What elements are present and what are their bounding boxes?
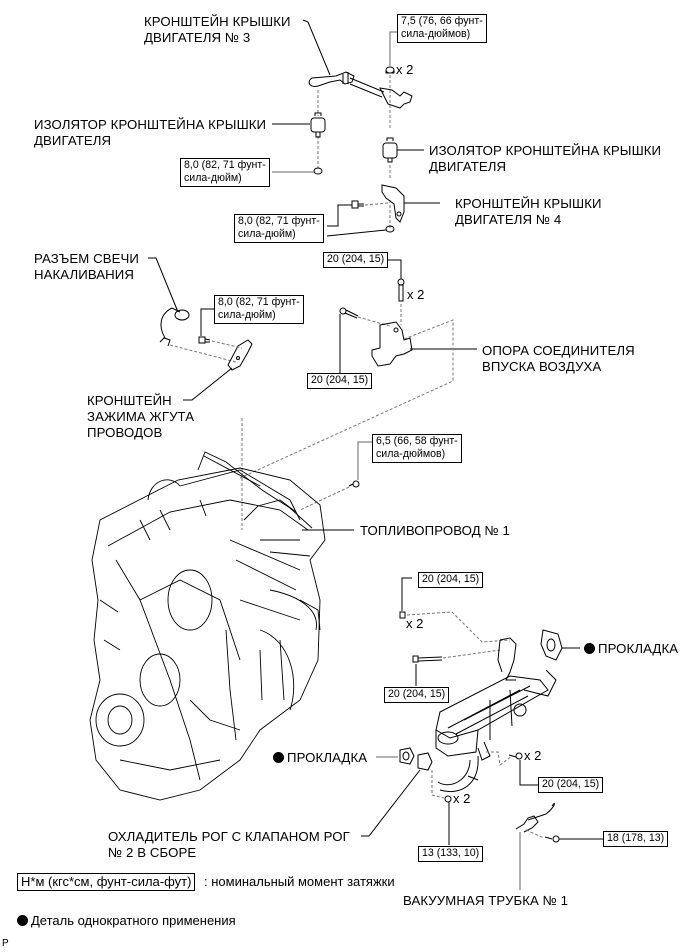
- isolator-right-part: [382, 137, 398, 163]
- leader-bracket-3: [302, 19, 331, 76]
- engine-cover-bracket-3-part: [308, 71, 413, 109]
- non-reusable-dot-icon: [584, 643, 595, 654]
- torque-18: 18 (178, 13): [603, 831, 669, 847]
- legend-torque-unit-box: Н*м (кгс*см, фунт-сила-фут): [17, 873, 196, 891]
- bolt-icon-5: [544, 835, 560, 843]
- gasket-right-part: [540, 629, 563, 661]
- air-intake-support-part: [371, 321, 413, 367]
- label-isolator-right: ИЗОЛЯТОР КРОНШТЕЙНА КРЫШКИ ДВИГАТЕЛЯ: [429, 143, 662, 174]
- leader-glow-plug: [148, 257, 179, 313]
- label-engine-cover-bracket-4: КРОНШТЕЙН КРЫШКИ ДВИГАТЕЛЯ № 4: [455, 196, 602, 227]
- egr-cooler-part: [435, 637, 557, 792]
- nut-icon: [385, 66, 395, 74]
- legend-torque-unit-desc: : номинальный момент затяжки: [204, 874, 395, 889]
- engine-cover-bracket-4-part: [381, 184, 405, 223]
- label-gasket-right: ПРОКЛАДКА: [584, 641, 678, 657]
- leader-7-5: [389, 31, 397, 66]
- union-bolt-icon: [348, 480, 360, 488]
- leader-20-e: [519, 760, 538, 786]
- bolt-x2-icon: [397, 278, 405, 302]
- quantity-x2: x 2: [453, 791, 471, 806]
- torque-13: 13 (133, 10): [418, 846, 484, 862]
- label-egr-cooler: ОХЛАДИТЕЛЬ РОГ С КЛАПАНОМ РОГ № 2 В СБОР…: [108, 829, 350, 860]
- leader-8-0-b: [327, 204, 352, 227]
- leader-20-a: [387, 259, 402, 279]
- torque-6-5: 6,5 (66, 58 фунт- сила-дюймов): [372, 434, 462, 463]
- torque-20-c: 20 (204, 15): [418, 572, 484, 588]
- label-isolator-left: ИЗОЛЯТОР КРОНШТЕЙНА КРЫШКИ ДВИГАТЕЛЯ: [34, 117, 267, 148]
- glow-plug-connector-part: [159, 307, 190, 347]
- label-glow-plug-connector: РАЗЪЕМ СВЕЧИ НАКАЛИВАНИЯ: [34, 251, 139, 282]
- bolt-icon-2: [339, 307, 359, 319]
- vacuum-tube-part: [515, 803, 555, 833]
- bolt-icon-3: [412, 655, 443, 663]
- leader-egr-cooler: [361, 769, 421, 837]
- torque-20-b: 20 (204, 15): [307, 373, 373, 389]
- torque-8-0-b: 8,0 (82, 71 фунт- сила-дюйм): [234, 214, 324, 243]
- screw-icon: [198, 336, 211, 344]
- label-engine-cover-bracket-3: КРОНШТЕЙН КРЫШКИ ДВИГАТЕЛЯ № 3: [144, 14, 291, 45]
- torque-20-e: 20 (204, 15): [538, 777, 604, 793]
- leader-8-0-c: [200, 308, 214, 336]
- washer-left: [313, 167, 323, 175]
- leader-6-5: [357, 441, 372, 480]
- label-fuel-pipe-1: ТОПЛИВОПРОВОД № 1: [360, 523, 510, 538]
- quantity-x2: x 2: [524, 748, 542, 763]
- quantity-x2: x 2: [407, 287, 425, 302]
- wire-harness-clamp-bracket-part: [227, 339, 253, 371]
- label-vacuum-tube-1: ВАКУУМНАЯ ТРУБКА № 1: [403, 893, 569, 908]
- nut-icon-3: [444, 795, 452, 803]
- bolt-icon: [351, 200, 364, 209]
- quantity-x2: x 2: [406, 616, 424, 631]
- torque-20-d: 20 (204, 15): [384, 687, 450, 703]
- torque-20-a: 20 (204, 15): [323, 252, 389, 268]
- egr-flange-part: [417, 752, 433, 771]
- corner-mark: P: [2, 938, 9, 949]
- gasket-left-part: [399, 747, 415, 765]
- washer-bottom: [385, 225, 395, 233]
- torque-7-5: 7,5 (76, 66 фунт- сила-дюймов): [397, 14, 487, 43]
- bolt-icon-4: [508, 752, 523, 760]
- legend-non-reusable: Деталь однократного применения: [17, 913, 236, 929]
- engine-assembly-drawing: [89, 451, 326, 801]
- torque-8-0-c: 8,0 (82, 71 фунт- сила-дюйм): [214, 295, 304, 324]
- leader-clamp-bracket: [183, 367, 233, 401]
- isolator-left-part: [310, 112, 326, 138]
- leader-20-c: [401, 577, 412, 611]
- label-gasket-left: ПРОКЛАДКА: [273, 750, 367, 766]
- label-air-intake-connector-support: ОПОРА СОЕДИНИТЕЛЯ ВПУСКА ВОЗДУХА: [482, 343, 635, 374]
- non-reusable-dot-icon: [273, 752, 284, 763]
- quantity-x2: x 2: [396, 62, 414, 77]
- nut-icon-2: [399, 611, 406, 619]
- torque-8-0-a: 8,0 (82, 71 фунт- сила-дюйм): [180, 158, 270, 187]
- non-reusable-dot-icon: [17, 915, 28, 926]
- label-wire-harness-clamp-bracket: КРОНШТЕЙН ЗАЖИМА ЖГУТА ПРОВОДОВ: [87, 393, 195, 440]
